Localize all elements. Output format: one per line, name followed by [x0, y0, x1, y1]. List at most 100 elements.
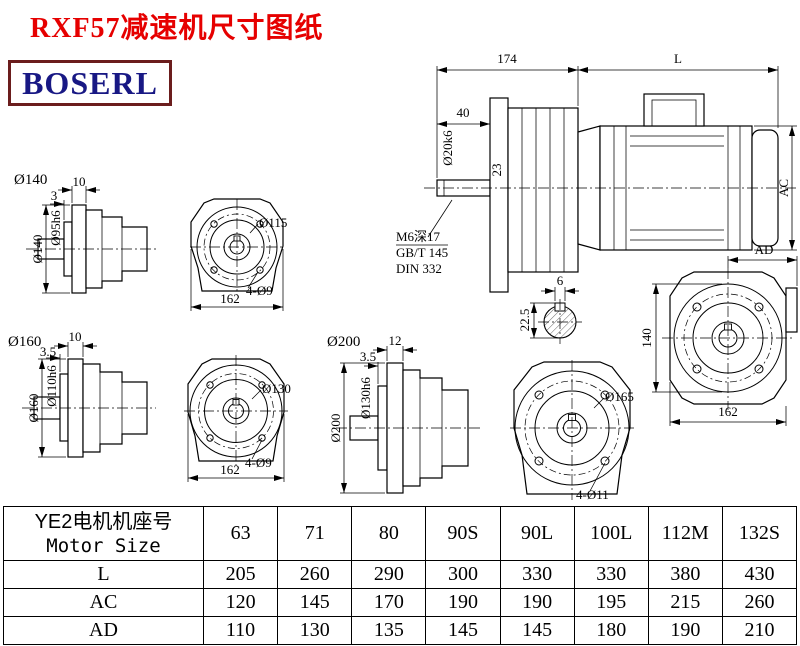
table-cell: 300	[425, 560, 501, 589]
table-cell: 330	[499, 560, 575, 589]
header-en: Motor Size	[46, 534, 161, 557]
row-label: AC	[3, 588, 204, 617]
flange-200-front-view: Ø165 4-Ø11	[510, 360, 634, 502]
flange-140-front-view: Ø115 4-Ø9 162	[190, 198, 287, 311]
table-cell: 205	[202, 560, 279, 589]
table-cell: 110	[202, 616, 279, 645]
gear-housing	[507, 107, 579, 273]
bolt-circle-label-160: Ø130	[262, 381, 291, 396]
key-section-view: 6 22.5	[517, 273, 582, 344]
motor-size-col: 80	[351, 506, 427, 561]
pilot-diameter-label-140: Ø95h6	[48, 210, 63, 246]
dim-162-rear-label: 162	[718, 404, 738, 419]
bolt-circle-label-200: Ø165	[605, 389, 634, 404]
table-cell: 145	[425, 616, 501, 645]
outer-diameter-label-200: Ø200	[328, 414, 343, 443]
motor-size-col: 90S	[425, 506, 501, 561]
dim-L: L	[578, 51, 779, 128]
dim-AD-label: AD	[755, 242, 774, 257]
pilot-160	[59, 373, 69, 442]
motor-size-col: 100L	[573, 506, 649, 561]
dim-140-rear: 140	[639, 283, 722, 393]
main-assembly-view: 174 L 40 Ø20k6 23 AC	[396, 51, 797, 293]
bolt-holes-label-200: 4-Ø11	[576, 487, 609, 502]
motor-size-col: 71	[277, 506, 353, 561]
thickness-label-200: 12	[389, 333, 402, 348]
terminal-box-lid	[651, 99, 697, 127]
technical-drawings: 174 L 40 Ø20k6 23 AC	[8, 51, 798, 502]
dim-thickness-140: 10	[58, 174, 100, 203]
table-cell: 290	[351, 560, 427, 589]
dim-174-label: 174	[497, 51, 517, 66]
pilot-depth-label-160: 3.5	[40, 344, 56, 359]
header-cn: YE2电机机座号	[34, 510, 173, 533]
rear-terminal-box	[785, 287, 798, 333]
table-row-L: L 205 260 290 300 330 330 380 430	[3, 560, 798, 589]
dim-AC: AC	[754, 125, 797, 251]
row-label: AD	[3, 616, 204, 645]
dim-key-height: 22.5	[517, 302, 560, 339]
outer-diameter-label-160: Ø160	[26, 394, 41, 423]
table-row-AC: AC 120 145 170 190 190 195 215 260	[3, 588, 798, 617]
brand-logo-text: BOSERL	[22, 64, 158, 101]
dim-40-label: 40	[457, 105, 470, 120]
table-cell: 135	[351, 616, 427, 645]
pilot-depth-label-140: 3	[51, 188, 58, 203]
pilot-depth-label-200: 3.5	[360, 349, 376, 364]
flange-160-title: Ø160	[8, 334, 41, 350]
table-cell: 190	[647, 616, 723, 645]
key-width-label: 6	[557, 273, 564, 288]
dim-AD: AD	[727, 242, 798, 286]
flange-200-title: Ø200	[327, 334, 360, 350]
motor-size-col: 112M	[647, 506, 723, 561]
bolt-holes-label-160: 4-Ø9	[245, 455, 272, 470]
note-din-label: DIN 332	[396, 261, 442, 276]
table-cell: 130	[277, 616, 353, 645]
width-label-160: 162	[220, 462, 240, 477]
page-title: RXF57减速机尺寸图纸	[30, 13, 324, 44]
table-cell: 170	[351, 588, 427, 617]
dim-key-width: 6	[541, 273, 579, 301]
dim-thickness-160: 10	[54, 329, 97, 357]
table-cell: 215	[647, 588, 723, 617]
dim-L-label: L	[674, 51, 682, 66]
bolt-holes-label-140: 4-Ø9	[246, 283, 273, 298]
key-height-label: 22.5	[517, 309, 532, 332]
thickness-label-140: 10	[73, 174, 86, 189]
motor-size-col: 63	[202, 506, 279, 561]
flange-200-side-view: 12 3.5 Ø200 Ø130h6	[328, 333, 482, 494]
table-cell: 260	[721, 588, 798, 617]
flange-140-side-view: 10 3 Ø140 Ø95h6	[26, 174, 156, 294]
bolt-circle-label-140: Ø115	[259, 215, 287, 230]
flange-160-front-view: Ø130 4-Ø9 162	[184, 355, 291, 482]
table-cell: 380	[647, 560, 723, 589]
dim-140-label: 140	[639, 328, 654, 348]
table-cell: 195	[573, 588, 649, 617]
center-hole-note: M6深17 GB/T 145 DIN 332	[396, 199, 453, 276]
motor-size-table: YE2电机机座号 Motor Size 63 71 80 90S 90L 100…	[3, 506, 798, 645]
dim-outer-140: Ø140	[30, 204, 70, 294]
terminal-box	[643, 93, 705, 127]
output-flange-edge	[489, 97, 509, 293]
dim-23-label: 23	[489, 164, 504, 177]
note-m6-label: M6深17	[396, 229, 441, 244]
shaft-diameter-label: Ø20k6	[440, 130, 455, 166]
motor-size-col: 132S	[721, 506, 798, 561]
table-row-AD: AD 110 130 135 145 145 180 190 210	[3, 616, 798, 645]
thickness-label-160: 10	[69, 329, 82, 344]
dim-width-160: 162	[187, 414, 285, 482]
table-cell: 190	[425, 588, 501, 617]
outer-diameter-label-140: Ø140	[30, 235, 45, 264]
row-label: L	[3, 560, 204, 589]
flange-140-title: Ø140	[14, 172, 47, 188]
pilot-diameter-label-200: Ø130h6	[358, 377, 373, 419]
dim-AC-label: AC	[776, 179, 791, 197]
table-header-row: YE2电机机座号 Motor Size 63 71 80 90S 90L 100…	[3, 506, 798, 561]
note-gbt-label: GB/T 145	[396, 245, 448, 260]
table-cell: 180	[573, 616, 649, 645]
table-cell: 145	[277, 588, 353, 617]
output-side-view: AD 140 162	[639, 242, 798, 426]
brand-logo: BOSERL	[8, 60, 172, 106]
dim-162-rear: 162	[669, 382, 787, 426]
